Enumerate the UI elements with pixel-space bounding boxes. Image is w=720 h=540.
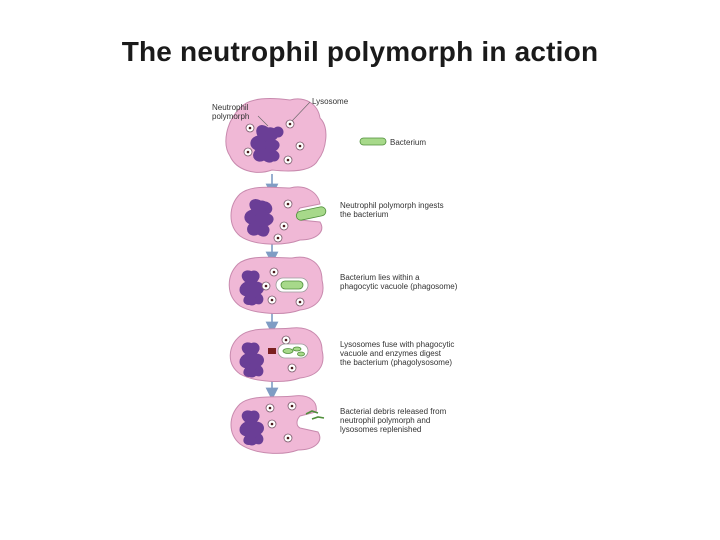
bacterial-debris-icon xyxy=(306,411,324,419)
stage-4-caption-line-1: Lysosomes fuse with phagocytic xyxy=(340,340,454,349)
stage-5-cell xyxy=(231,396,320,454)
lysosome-icon xyxy=(280,222,288,230)
lysosome-icon xyxy=(284,156,292,164)
stage-4-caption-line-3: the bacterium (phagolysosome) xyxy=(340,358,452,367)
stage-5-caption-line-2: neutrophil polymorph and xyxy=(340,416,430,425)
stage-5-caption-line-3: lysosomes replenished xyxy=(340,425,421,434)
lysosome-icon xyxy=(270,268,278,276)
stage-3-caption-line-2: phagocytic vacuole (phagosome) xyxy=(340,282,458,291)
lysosome-icon xyxy=(286,120,294,128)
stage-4-caption-line-2: vacuole and enzymes digest xyxy=(340,349,442,358)
lysosome-icon xyxy=(266,404,274,412)
lysosome-icon xyxy=(288,402,296,410)
stage-3-caption-line-1: Bacterium lies within a xyxy=(340,273,420,282)
bacterium-label: Bacterium xyxy=(390,138,426,147)
lysosome-icon xyxy=(282,336,290,344)
cell-label-line-2: polymorph xyxy=(212,112,249,121)
lysosome-icon xyxy=(268,296,276,304)
lysosome-icon xyxy=(288,364,296,372)
lysosome-icon xyxy=(284,434,292,442)
stage-2-cell xyxy=(231,187,327,244)
stage-3-cell xyxy=(229,257,323,313)
bacterium-icon xyxy=(360,138,386,145)
cell-label-line-1: Neutrophil xyxy=(212,103,249,112)
bacterium-icon xyxy=(281,281,303,289)
fusing-lysosome-icon xyxy=(268,348,276,354)
stage-2-caption-line-1: Neutrophil polymorph ingests xyxy=(340,201,444,210)
lysosome-icon xyxy=(296,142,304,150)
lysosome-icon xyxy=(274,234,282,242)
lysosome-icon xyxy=(296,298,304,306)
lysosome-icon xyxy=(244,148,252,156)
lysosome-icon xyxy=(284,200,292,208)
lysosome-icon xyxy=(262,282,270,290)
lysosome-icon xyxy=(246,124,254,132)
stage-5-caption-line-1: Bacterial debris released from xyxy=(340,407,447,416)
lysosome-icon xyxy=(268,420,276,428)
lysosome-label: Lysosome xyxy=(312,97,349,106)
stage-4-cell xyxy=(230,328,323,382)
stage-2-caption-line-2: the bacterium xyxy=(340,210,389,219)
